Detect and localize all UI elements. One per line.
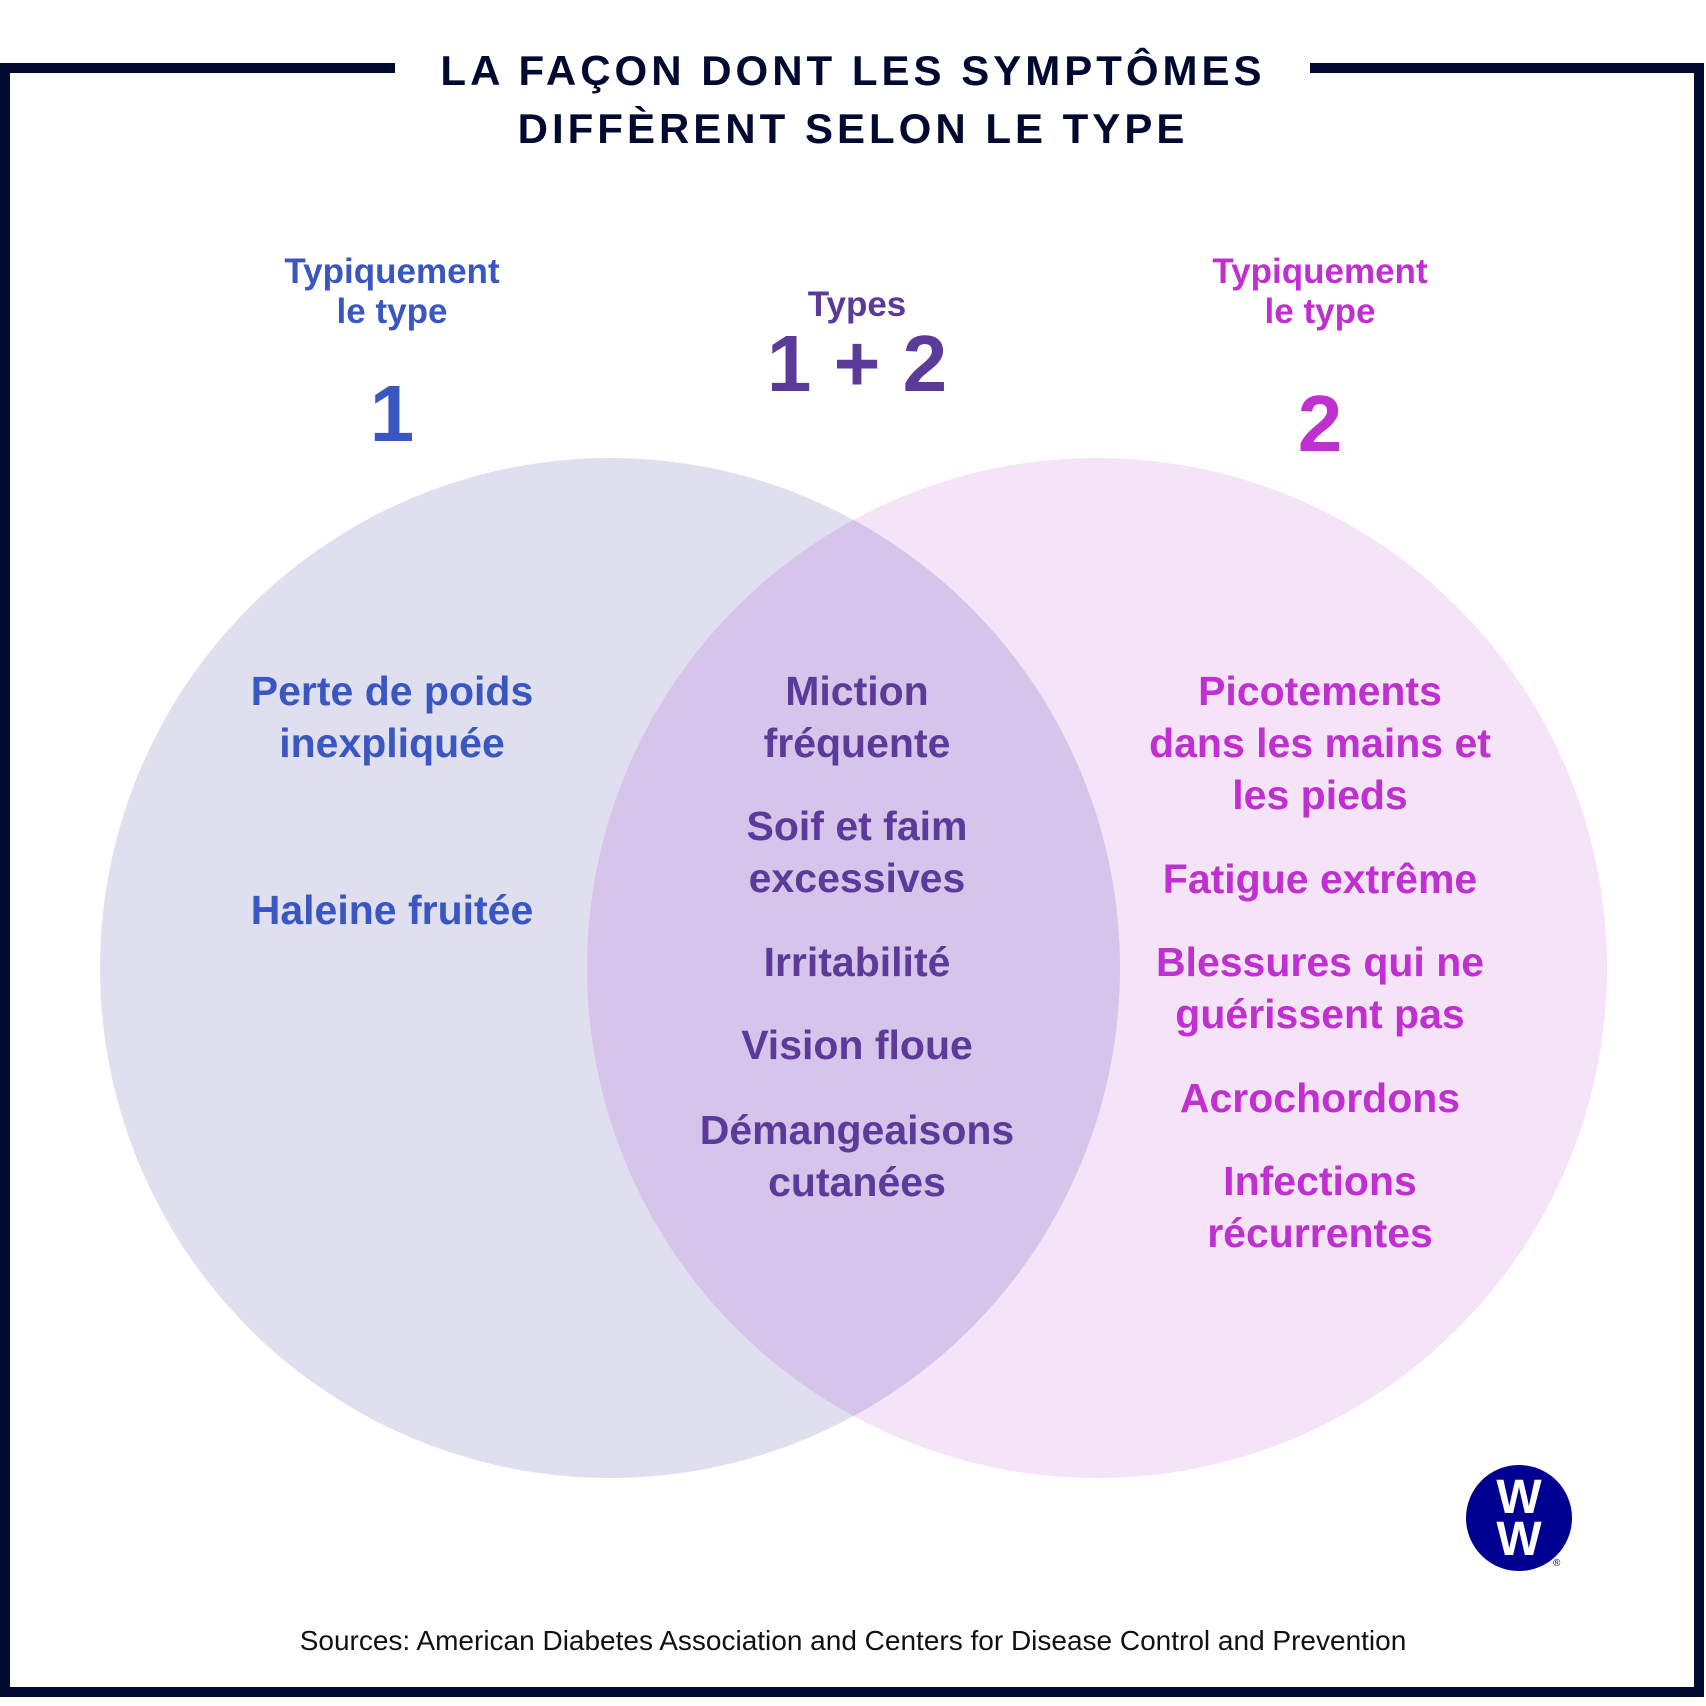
overlap-region [587, 458, 1120, 1478]
both-symptom: Vision floue [741, 1022, 973, 1068]
page-title: LA FAÇON DONT LES SYMPTÔMES DIFFÈRENT SE… [440, 47, 1266, 152]
type2-symptom: Fatigue extrême [1162, 856, 1478, 902]
both-symptom: Miction fréquente [763, 668, 951, 766]
type2-number: 2 [1297, 379, 1343, 468]
type2-symptom: Acrochordons [1179, 1075, 1461, 1121]
both-symptom: Irritabilité [763, 939, 951, 985]
both-symptom: Soif et faim excessives [746, 803, 968, 901]
type1-number: 1 [369, 369, 415, 458]
registered-mark: ® [1553, 1558, 1561, 1569]
type2-header: Typiquement le type [1212, 252, 1428, 331]
type2-symptom: Picotements dans les mains et les pieds [1149, 668, 1491, 818]
ww-logo: W W [1466, 1465, 1572, 1571]
type1-symptom: Perte de poids inexpliquée [250, 668, 534, 766]
both-header: Types [807, 285, 907, 324]
type1-symptom: Haleine fruitée [250, 887, 534, 933]
sources-text: Sources: American Diabetes Association a… [299, 1625, 1407, 1656]
type2-symptom: Blessures qui ne guérissent pas [1155, 939, 1485, 1037]
type2-symptom: Infections récurrentes [1207, 1158, 1433, 1256]
both-symptom: Démangeaisons cutanées [699, 1107, 1015, 1205]
type1-header: Typiquement le type [284, 252, 500, 331]
both-number: 1 + 2 [766, 319, 948, 408]
